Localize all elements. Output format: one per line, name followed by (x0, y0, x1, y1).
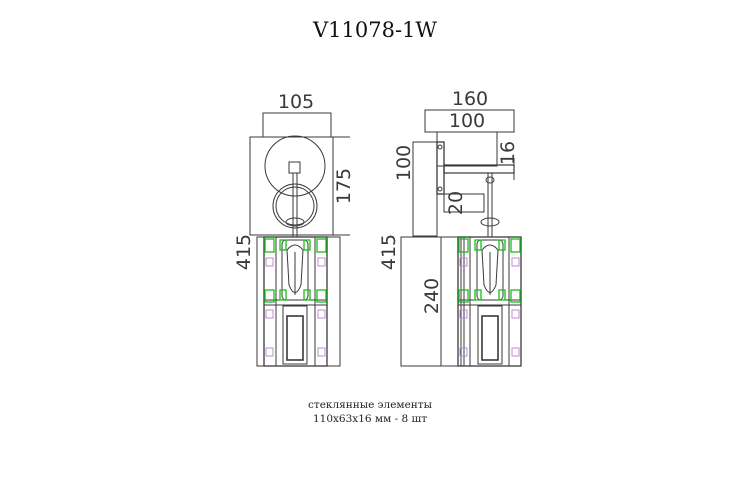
front-base-height-label: 175 (333, 168, 355, 204)
front-view (249, 112, 350, 367)
side-glass-mid-left (458, 289, 469, 303)
side-glass-top-right (510, 238, 521, 253)
front-glass-mid-right (316, 289, 327, 303)
front-ring-inner (275, 186, 315, 226)
side-lower-tube (477, 305, 503, 365)
front-lower-inner (286, 315, 304, 361)
side-glass-mid-right (510, 289, 521, 303)
side-crystal-1 (459, 257, 468, 267)
side-arm-label: 100 (449, 110, 485, 132)
side-upper-bulb (481, 244, 499, 293)
front-wall-plate (249, 136, 334, 236)
front-glass-top-left (264, 238, 275, 253)
side-crystal-3 (459, 309, 468, 319)
front-glass-collar-right (303, 239, 311, 251)
front-glass-collar-left (279, 239, 287, 251)
side-glass-top-left (458, 238, 469, 253)
side-crystal-2 (511, 257, 520, 267)
side-base-height-label: 100 (393, 145, 415, 181)
side-crystal-4 (511, 309, 520, 319)
front-crystal-5 (265, 347, 274, 357)
front-crystal-accents (265, 257, 326, 357)
side-glass-collar-right (498, 239, 506, 251)
side-shade-body (457, 236, 522, 367)
front-nut (288, 161, 301, 174)
side-lower-inner (481, 315, 499, 361)
front-crystal-2 (317, 257, 326, 267)
front-crystal-4 (317, 309, 326, 319)
front-collar (285, 217, 305, 227)
side-crystal-accents (459, 257, 520, 357)
front-upper-bulb (286, 244, 304, 293)
front-width-dimension-box (262, 112, 332, 138)
front-crystal-6 (317, 347, 326, 357)
side-collar (480, 217, 500, 227)
front-ring-outer (272, 183, 318, 229)
front-height-label: 415 (233, 234, 255, 270)
side-offset-dimension-box (443, 193, 485, 213)
front-glass-low-right (303, 289, 311, 301)
side-glass-low-right (498, 289, 506, 301)
front-crystal-1 (265, 257, 274, 267)
side-bracket-screw-top (437, 144, 443, 150)
front-crystal-3 (265, 309, 274, 319)
side-glass-accents (458, 238, 521, 303)
front-canopy-disc (264, 135, 326, 197)
side-arm-dimension-box (436, 131, 498, 167)
side-shade-height-label: 240 (421, 278, 443, 314)
side-bracket-screw-bottom (437, 186, 443, 192)
front-width-label: 105 (278, 91, 314, 113)
side-glass-low-left (474, 289, 482, 301)
side-wall-bracket (436, 141, 445, 195)
side-crystal-5 (459, 347, 468, 357)
front-lower-tube (282, 305, 308, 365)
front-glass-top-right (316, 238, 327, 253)
glass-elements-note: стеклянные элементы (308, 399, 432, 411)
side-offset-label: 20 (445, 191, 467, 215)
side-arm-thickness-label: 16 (497, 141, 519, 165)
front-glass-accents (264, 238, 327, 303)
glass-elements-size-note: 110x63x16 мм - 8 шт (312, 413, 428, 425)
side-height-label: 415 (378, 234, 400, 270)
front-glass-mid-left (264, 289, 275, 303)
side-depth-label: 160 (452, 88, 488, 110)
side-base-dimension-box (412, 141, 438, 237)
side-glass-collar-left (474, 239, 482, 251)
front-shade-body (263, 236, 328, 367)
side-crystal-6 (511, 347, 520, 357)
side-view (400, 109, 522, 367)
drawing-title: V11078-1W (312, 18, 437, 42)
side-collar-top (485, 176, 495, 184)
front-glass-low-left (279, 289, 287, 301)
